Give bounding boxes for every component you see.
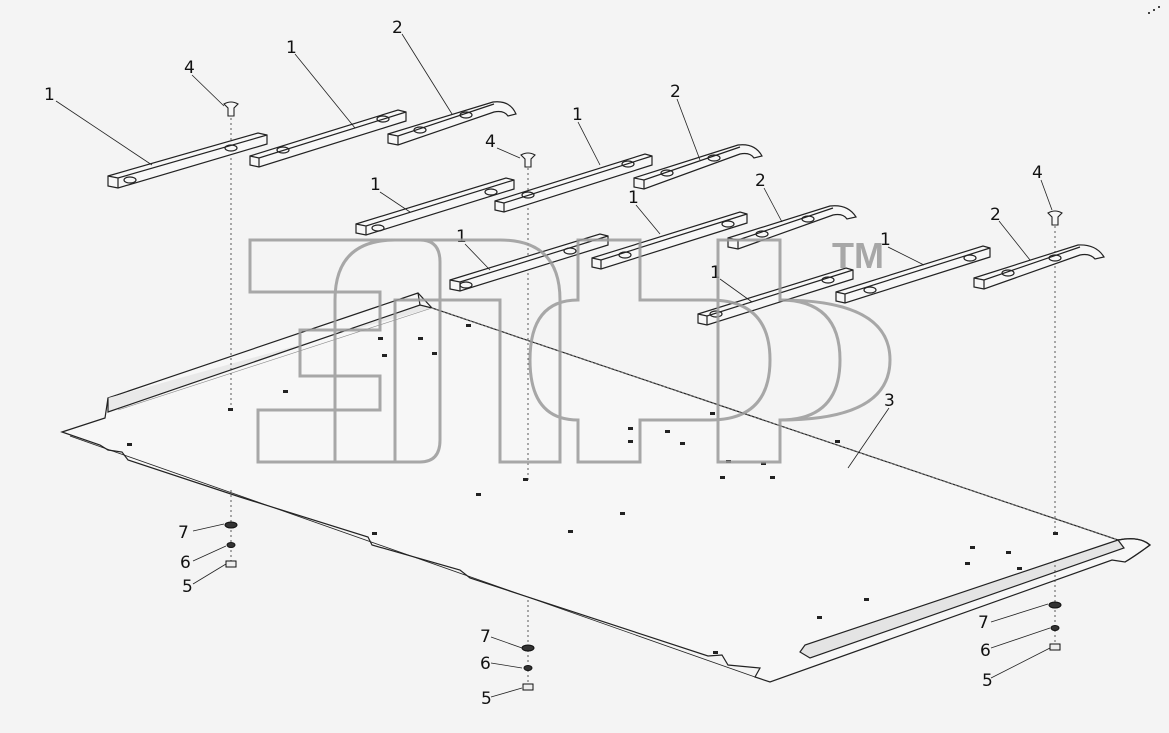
corner-mark xyxy=(1148,6,1160,14)
bent-strip-d xyxy=(973,244,1105,290)
callout-7: 7 xyxy=(480,627,491,647)
callout-4: 4 xyxy=(184,58,195,78)
bent-strip-a xyxy=(387,101,517,146)
strip-c xyxy=(355,177,515,236)
callout-2: 2 xyxy=(670,82,681,102)
callout-5: 5 xyxy=(982,671,993,691)
callout-6: 6 xyxy=(480,654,491,674)
callout-5: 5 xyxy=(182,577,193,597)
fasteners-bottom xyxy=(224,521,1062,691)
bolts xyxy=(223,101,1063,226)
callout-5: 5 xyxy=(481,689,492,709)
callout-3: 3 xyxy=(884,391,895,411)
watermark-tm: TM xyxy=(832,235,884,276)
callout-7: 7 xyxy=(978,613,989,633)
callout-1: 1 xyxy=(456,227,467,247)
watermark-logo: TM xyxy=(248,235,892,464)
leader-lines xyxy=(55,33,1053,698)
strip-h xyxy=(835,245,991,304)
bent-strip-b xyxy=(633,144,763,190)
callout-1: 1 xyxy=(44,85,55,105)
callout-1: 1 xyxy=(880,230,891,250)
straight-strips xyxy=(107,109,991,326)
bolt-b xyxy=(520,152,536,168)
strip-e xyxy=(449,233,609,292)
callout-2: 2 xyxy=(392,18,403,38)
callout-4: 4 xyxy=(1032,163,1043,183)
bolt-c xyxy=(1047,210,1063,226)
callout-7: 7 xyxy=(178,523,189,543)
callout-6: 6 xyxy=(980,641,991,661)
callout-1: 1 xyxy=(572,105,583,125)
callout-4: 4 xyxy=(485,132,496,152)
callout-1: 1 xyxy=(710,263,721,283)
callout-6: 6 xyxy=(180,553,191,573)
strip-a xyxy=(107,132,268,189)
bolt-a xyxy=(223,101,239,117)
strip-d xyxy=(494,153,653,213)
bent-strips xyxy=(387,101,1105,290)
callout-1: 1 xyxy=(628,188,639,208)
callout-labels: 1 1 2 4 1 2 4 1 1 2 1 1 1 4 2 3 7 6 5 7 … xyxy=(44,18,1043,709)
callout-2: 2 xyxy=(990,205,1001,225)
callout-1: 1 xyxy=(370,175,381,195)
callout-1: 1 xyxy=(286,38,297,58)
strip-f xyxy=(591,211,748,270)
callout-2: 2 xyxy=(755,171,766,191)
strip-b xyxy=(249,109,407,168)
strip-g xyxy=(697,267,854,326)
